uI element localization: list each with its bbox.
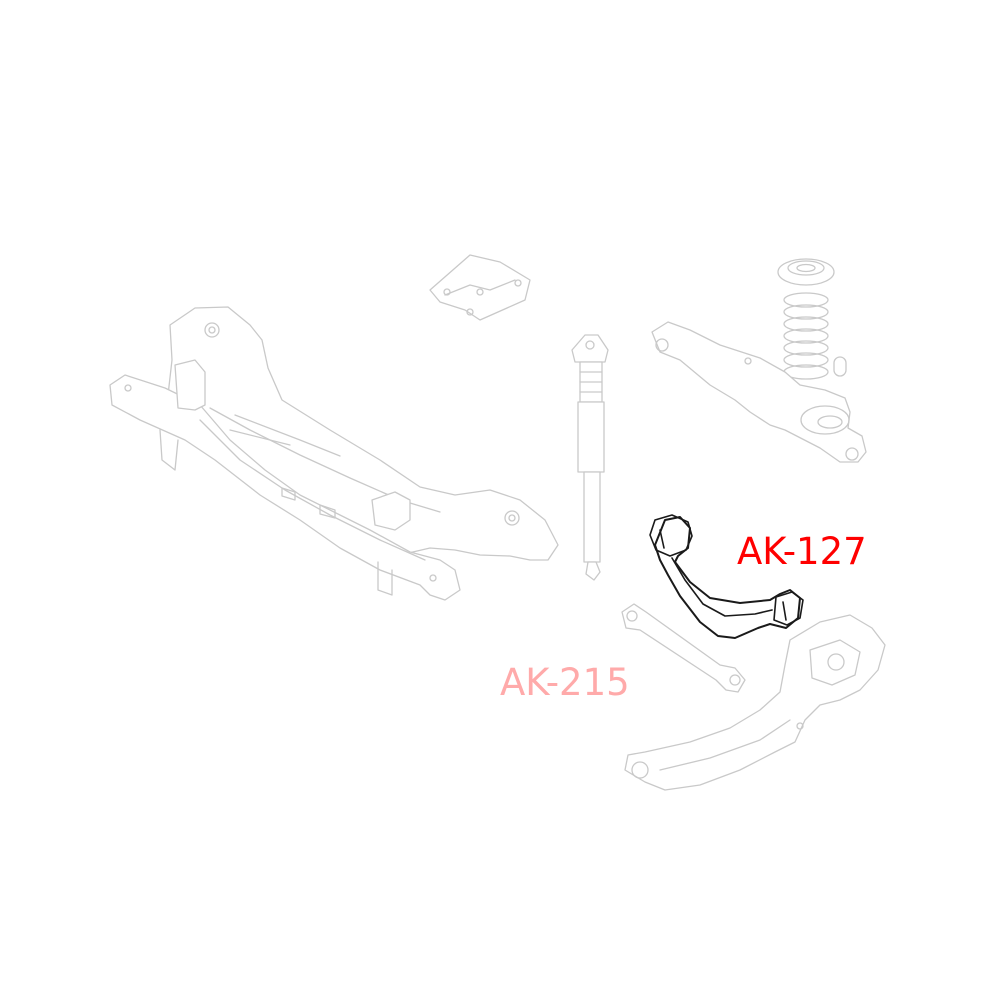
part-label-ak-127: AK-127 <box>737 530 867 573</box>
toe-link-part <box>621 603 746 693</box>
bracket-plate-part <box>429 254 531 321</box>
subframe-part <box>109 306 559 601</box>
part-label-ak-215: AK-215 <box>500 661 630 704</box>
lower-control-arm-part <box>651 321 867 463</box>
spring-seat-part <box>777 258 835 286</box>
upper-camber-arm-part <box>649 514 804 639</box>
coil-spring-part <box>783 292 829 380</box>
trailing-arm-knuckle-part <box>624 614 886 791</box>
bump-stop-part <box>833 356 847 377</box>
shock-absorber-part <box>571 334 609 581</box>
